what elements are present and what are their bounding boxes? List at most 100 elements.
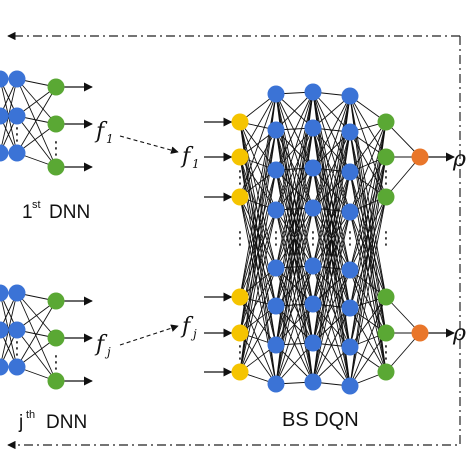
edge — [16, 78, 57, 168]
dqn-input-node — [231, 188, 249, 206]
dnn-j-superscript: th — [26, 409, 35, 421]
dnn-j-hidden1-node — [0, 358, 9, 376]
rho-bottom-label: ρ — [452, 321, 466, 346]
dnn-first-hidden1-node — [0, 107, 9, 125]
dnn-first-output-ellipsis: ⋮ — [47, 138, 65, 159]
edge — [275, 303, 314, 385]
edge — [312, 95, 351, 267]
dqn-hidden1-node — [267, 259, 285, 277]
dqn-output-node — [411, 148, 429, 166]
dqn-hidden2-node — [304, 334, 322, 352]
edge — [16, 292, 57, 382]
dqn-green-node — [377, 113, 395, 131]
edge — [275, 265, 314, 385]
edge — [275, 91, 314, 131]
edge — [239, 267, 277, 373]
edge — [16, 115, 57, 168]
dnn-first-number: 1 — [22, 202, 33, 223]
ellipses: ⋮⋮⋮⋮⋮⋮⋮⋮⋮⋮⋮⋮⋮ — [8, 124, 395, 373]
dqn-green-ellipsis-top: ⋮ — [377, 167, 395, 188]
transfer-arrow-fj — [119, 324, 179, 346]
dqn-hidden1-node — [267, 201, 285, 219]
edge — [349, 296, 387, 348]
dqn-input-node — [231, 148, 249, 166]
rho-top-label: ρ — [452, 147, 466, 172]
f1-output-label: f 1 — [94, 119, 114, 146]
edge — [349, 121, 387, 213]
dqn-layer-ellipsis: ⋮ — [304, 228, 322, 249]
edge — [275, 207, 314, 385]
dqn-hidden3-node — [341, 123, 359, 141]
dqn-green-node — [377, 363, 395, 381]
dqn-hidden1-node — [267, 85, 285, 103]
edge — [275, 342, 314, 385]
dnn-first-text: DNN — [49, 202, 90, 223]
dnn-j-output-ellipsis: ⋮ — [47, 352, 65, 373]
edge — [275, 91, 314, 269]
dnn-first-hidden2-node — [8, 144, 26, 162]
dqn-hidden3-node — [341, 377, 359, 395]
edge — [312, 211, 351, 383]
edge — [312, 171, 351, 209]
dnn-first-output-node — [47, 158, 65, 176]
edge — [349, 121, 387, 271]
edge — [349, 332, 387, 387]
dnn-first-hidden2-node — [8, 70, 26, 88]
edge — [275, 91, 314, 171]
dnn-j-hidden2-node — [8, 321, 26, 339]
dnn-first-output-node — [47, 78, 65, 96]
dqn-hidden3-node — [341, 203, 359, 221]
dnn-first-superscript: st — [32, 199, 41, 211]
dnn-j-output-node — [47, 372, 65, 390]
dnn-j-hidden-ellipsis: ⋮ — [8, 338, 26, 359]
edge — [239, 209, 277, 373]
dqn-hidden2-node — [304, 83, 322, 101]
dnn-j-hidden2-node — [8, 358, 26, 376]
dnn-j-output-node — [47, 292, 65, 310]
edge — [312, 95, 351, 169]
dqn-hidden1-node — [267, 375, 285, 393]
dnn-j-hidden1-node — [0, 284, 9, 302]
f-subscript: j — [104, 345, 111, 359]
f-subscript: j — [190, 327, 197, 341]
dqn-input-node — [231, 363, 249, 381]
dqn-green-node — [377, 288, 395, 306]
fj-input-label: f j — [180, 314, 197, 341]
f-symbol: f — [94, 332, 108, 357]
dqn-layer-ellipsis: ⋮ — [377, 228, 395, 249]
dqn-hidden1-node — [267, 297, 285, 315]
arrows — [64, 82, 455, 386]
edge — [385, 156, 421, 198]
f-symbol: f — [180, 314, 194, 339]
nodes — [0, 70, 429, 395]
dqn-hidden1-node — [267, 161, 285, 179]
f1-input-label: f 1 — [180, 144, 200, 171]
transfer-arrow-f1 — [119, 135, 179, 154]
dqn-hidden1-node — [267, 336, 285, 354]
dqn-hidden3-node — [341, 299, 359, 317]
dqn-green-ellipsis-bottom: ⋮ — [377, 342, 395, 363]
dqn-hidden3-node — [341, 87, 359, 105]
edge — [275, 91, 314, 385]
dnn-j-text: DNN — [46, 412, 87, 433]
dqn-green-node — [377, 148, 395, 166]
edge — [239, 305, 277, 373]
dqn-layer-ellipsis: ⋮ — [341, 228, 359, 249]
dnn-first-hidden1-node — [0, 70, 9, 88]
dnn-j-output-node — [47, 329, 65, 347]
edge — [349, 296, 387, 387]
dqn-input-node — [231, 288, 249, 306]
edge — [385, 332, 421, 373]
dqn-input-ellipsis-bottom: ⋮ — [231, 342, 249, 363]
edge — [312, 307, 351, 383]
edge — [275, 265, 314, 307]
dnn-j-label: j th DNN — [18, 409, 87, 433]
dqn-output-node — [411, 324, 429, 342]
dnn-first-hidden1-node — [0, 144, 9, 162]
edge — [239, 93, 277, 373]
edge — [16, 329, 57, 382]
edge — [349, 121, 387, 173]
dnn-j-letter: j — [18, 412, 23, 433]
dqn-hidden3-node — [341, 338, 359, 356]
